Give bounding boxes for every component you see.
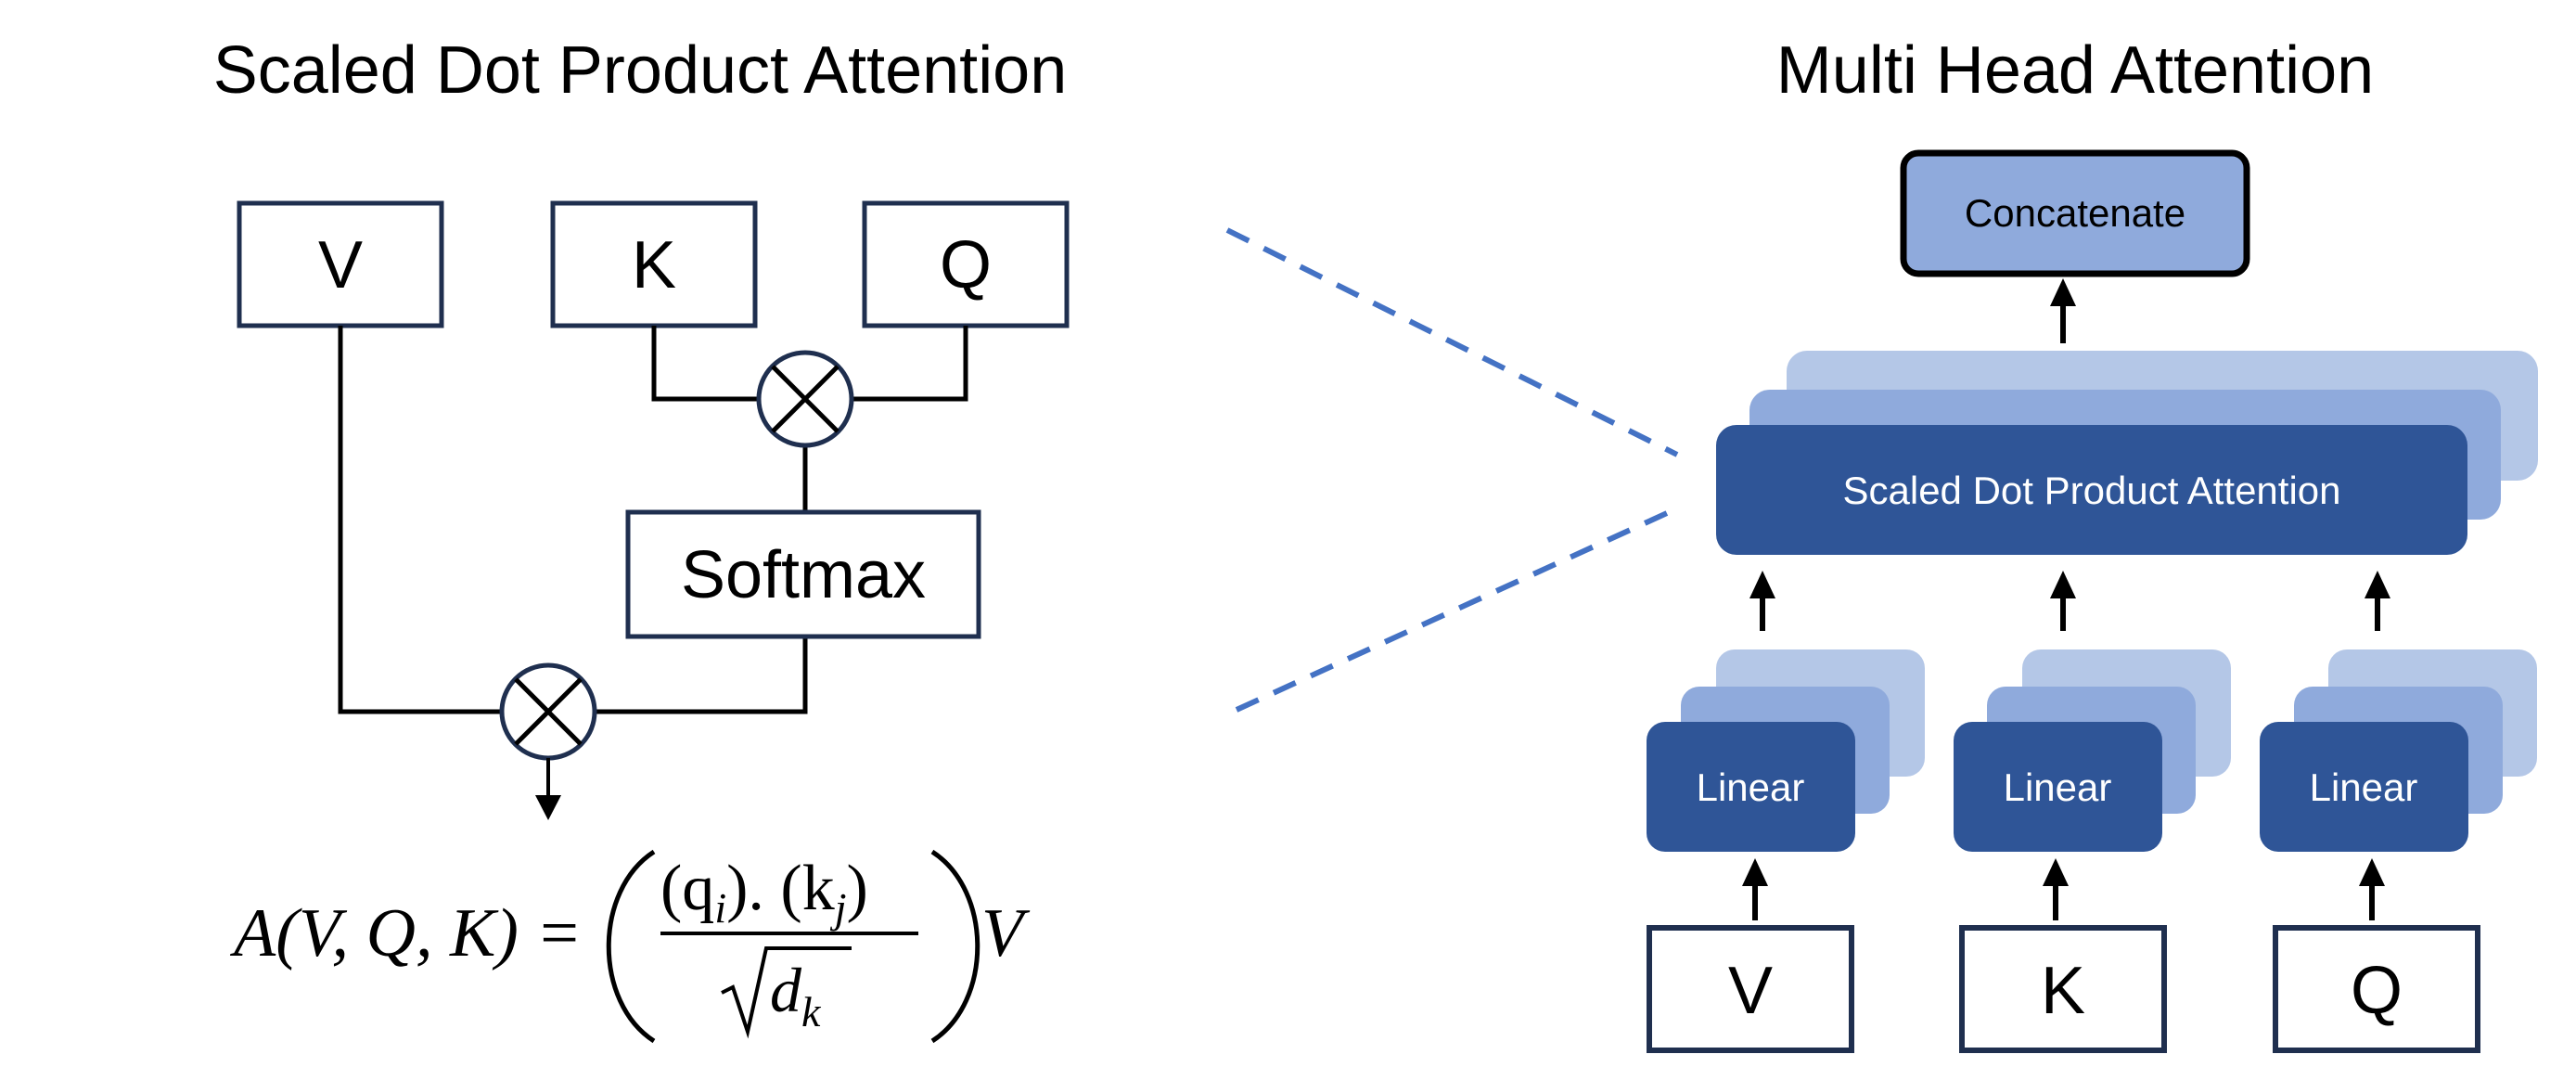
zoom-connector-lines (1225, 227, 1679, 713)
sdpa-label: Scaled Dot Product Attention (1843, 469, 2341, 512)
formula-denominator: dk (770, 955, 822, 1035)
formula-sqrt-icon (721, 946, 852, 1039)
sdpa-stack: Scaled Dot Product Attention (1716, 351, 2538, 555)
left-box-q-label: Q (940, 228, 992, 302)
formula-left-paren (606, 849, 656, 1044)
left-box-q: Q (862, 200, 1070, 328)
arrow-up-icon (2050, 278, 2076, 343)
concatenate-label: Concatenate (1965, 191, 2185, 235)
multiply-icon (499, 662, 597, 761)
sdpa-layer-front (1716, 425, 2467, 555)
concatenate-box: Concatenate (1900, 149, 2250, 277)
k-to-multiply-line (651, 326, 759, 402)
left-panel-title: Scaled Dot Product Attention (213, 33, 1068, 108)
linear-label-v: Linear (1697, 765, 1805, 809)
arrow-up-icon (1742, 858, 1768, 920)
zoom-line-top (1225, 227, 1679, 457)
formula-rhs: V (981, 895, 1031, 971)
formula-numerator: (qi). (kj) (660, 853, 868, 932)
left-box-k: K (550, 200, 758, 328)
right-input-k: K (1959, 925, 2167, 1053)
right-input-v: V (1647, 925, 1854, 1053)
linear-stack-k: Linear (1954, 649, 2231, 852)
arrow-up-icon (1749, 571, 1775, 631)
left-box-v: V (237, 200, 444, 328)
linear-label-q: Linear (2310, 765, 2418, 809)
multiply-icon (756, 350, 854, 448)
formula-right-paren (930, 849, 980, 1044)
softmax-label: Softmax (681, 538, 926, 612)
right-panel-title: Multi Head Attention (1776, 33, 2374, 108)
arrow-up-icon (2050, 571, 2076, 631)
softmax-to-multiply-line (595, 636, 808, 714)
attention-formula: A(V, Q, K) = (qi). (kj) dk V (229, 849, 1031, 1044)
zoom-line-bottom (1235, 506, 1679, 713)
arrow-up-icon (2359, 858, 2385, 920)
arrow-up-icon (2365, 571, 2390, 631)
softmax-box: Softmax (625, 509, 981, 639)
left-box-v-label: V (318, 228, 363, 302)
right-input-k-label: K (2041, 954, 2085, 1028)
formula-lhs: A(V, Q, K) = (229, 895, 582, 971)
output-arrow-icon (535, 758, 561, 820)
linear-label-k: Linear (2004, 765, 2112, 809)
right-input-q: Q (2273, 925, 2480, 1053)
right-input-v-label: V (1728, 954, 1773, 1028)
q-to-multiply-line (852, 326, 968, 402)
left-box-k-label: K (632, 228, 676, 302)
left-connectors (338, 326, 968, 714)
arrow-up-icon (2043, 858, 2069, 920)
v-to-multiply-line (338, 326, 502, 714)
linear-stack-q: Linear (2260, 649, 2537, 852)
linear-stack-v: Linear (1647, 649, 1925, 852)
right-input-q-label: Q (2351, 954, 2403, 1028)
